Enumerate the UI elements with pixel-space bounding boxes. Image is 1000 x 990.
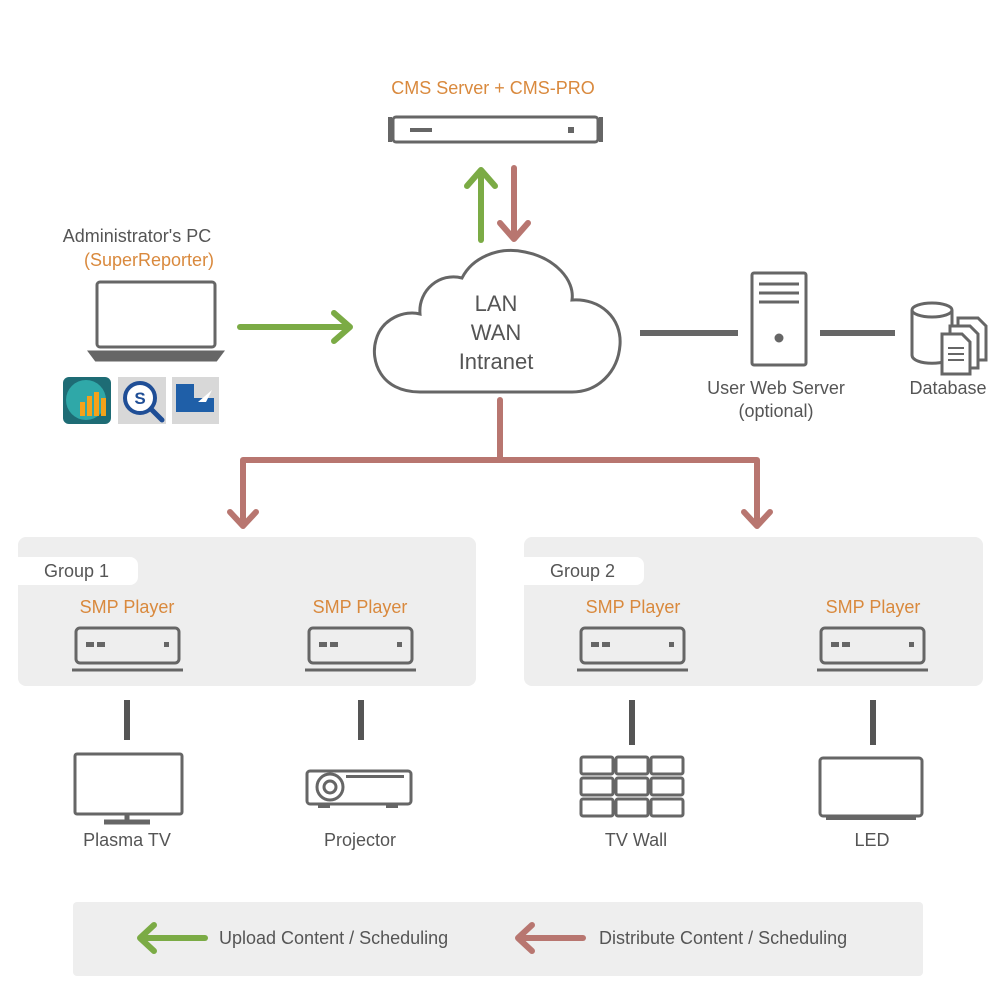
distribute-arrow-from-cms (497, 165, 531, 242)
smp-player-icon (817, 626, 928, 672)
led-display-icon (818, 756, 924, 820)
smp-player-label: SMP Player (585, 597, 681, 617)
network-label-lan: LAN (474, 291, 518, 316)
projector-icon (305, 769, 413, 808)
group-1-label: Group 1 (18, 557, 138, 585)
superreporter-app-icon (63, 377, 111, 424)
plasma-tv-icon (73, 752, 184, 825)
network-label-wan: WAN (470, 320, 522, 345)
smp-player-label: SMP Player (825, 597, 921, 617)
player-device-links (124, 700, 876, 745)
smp-player-label: SMP Player (312, 597, 408, 617)
search-app-icon: S (118, 377, 166, 424)
device-label-plasma-tv: Plasma TV (83, 830, 171, 850)
database-label: Database (909, 378, 987, 398)
cloud-icon (372, 249, 622, 394)
smp-player-icon (577, 626, 688, 672)
legend-upload-label: Upload Content / Scheduling (219, 928, 449, 948)
cms-server-icon (388, 115, 603, 144)
smp-player-icon (305, 626, 416, 672)
admin-pc-title: Administrator's PC (62, 226, 212, 246)
group-2-label: Group 2 (524, 557, 644, 585)
legend-upload-arrow-icon (137, 922, 208, 954)
laptop-icon (87, 280, 225, 362)
smp-player-label: SMP Player (79, 597, 175, 617)
admin-pc-subtitle: (SuperReporter) (84, 250, 215, 270)
cms-server-label: CMS Server + CMS-PRO (391, 78, 595, 98)
remote-app-icon (172, 377, 219, 424)
web-server-icon (750, 271, 808, 367)
svg-text:S: S (134, 389, 145, 408)
database-icon (910, 301, 988, 376)
upload-arrow-to-network (237, 310, 353, 344)
distribute-tree (227, 397, 773, 529)
network-label-intranet: Intranet (458, 349, 534, 374)
smp-player-icon (72, 626, 183, 672)
web-server-label: User Web Server (707, 378, 845, 398)
legend-distribute-label: Distribute Content / Scheduling (599, 928, 848, 948)
upload-arrow-to-cms (464, 167, 498, 243)
web-server-optional-label: (optional) (738, 401, 814, 421)
tv-wall-icon (579, 755, 685, 818)
legend-distribute-arrow-icon (515, 922, 586, 954)
device-label-led: LED (854, 830, 890, 850)
legend-panel (73, 902, 923, 976)
device-label-tv-wall: TV Wall (604, 830, 668, 850)
device-label-projector: Projector (323, 830, 397, 850)
